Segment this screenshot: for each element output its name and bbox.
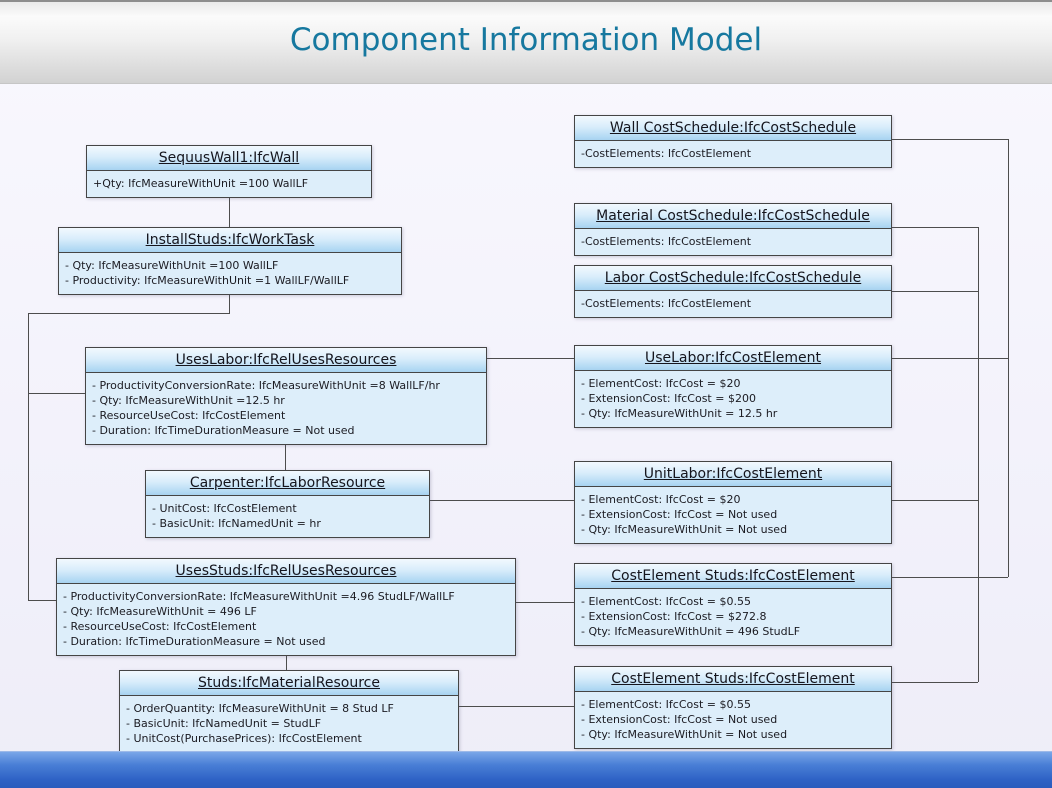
class-title: UnitLabor:IfcCostElement: [575, 462, 891, 487]
class-attribute: -CostElements: IfcCostElement: [581, 297, 752, 310]
page-title: Component Information Model: [289, 22, 763, 58]
class-attribute: - Qty: IfcMeasureWithUnit = Not used: [581, 728, 788, 741]
class-title: UseLabor:IfcCostElement: [575, 346, 891, 371]
class-attribute: -CostElements: IfcCostElement: [581, 235, 752, 248]
class-box-wall-costschedule[interactable]: Wall CostSchedule:IfcCostSchedule -CostE…: [574, 115, 892, 168]
class-attribute: - Qty: IfcMeasureWithUnit = Not used: [581, 523, 788, 536]
connector-costelement1-right: [892, 577, 1008, 578]
class-attribute: - Qty: IfcMeasureWithUnit = 496 StudLF: [581, 625, 801, 638]
class-box-uselabor[interactable]: UseLabor:IfcCostElement - ElementCost: I…: [574, 345, 892, 428]
class-attribute: - Qty: IfcMeasureWithUnit = 12.5 hr: [581, 407, 778, 420]
class-attribute: - Productivity: IfcMeasureWithUnit =1 Wa…: [65, 274, 350, 287]
class-attribute: - OrderQuantity: IfcMeasureWithUnit = 8 …: [126, 702, 394, 715]
class-attribute: - ElementCost: IfcCost = $20: [581, 493, 741, 506]
class-attribute: - ExtensionCost: IfcCost = Not used: [581, 713, 778, 726]
class-box-costelement-studs-2[interactable]: CostElement Studs:IfcCostElement - Eleme…: [574, 666, 892, 749]
class-attribute: - ElementCost: IfcCost = $0.55: [581, 595, 751, 608]
top-banner: Component Information Model: [0, 0, 1052, 84]
class-attribute: - ElementCost: IfcCost = $20: [581, 377, 741, 390]
connector-studs-costelement2: [459, 706, 574, 707]
class-attribute: - Qty: IfcMeasureWithUnit =12.5 hr: [92, 394, 285, 407]
class-attribute: - ResourceUseCost: IfcCostElement: [63, 620, 257, 633]
connector-carpenter-unitlabor: [430, 500, 574, 501]
class-attribute: - ExtensionCost: IfcCost = $272.8: [581, 610, 767, 623]
class-attribute: - UnitCost(PurchasePrices): IfcCostEleme…: [126, 732, 362, 745]
class-box-material-costschedule[interactable]: Material CostSchedule:IfcCostSchedule -C…: [574, 203, 892, 256]
class-attribute: -CostElements: IfcCostElement: [581, 147, 752, 160]
class-attribute: - ResourceUseCost: IfcCostElement: [92, 409, 286, 422]
connector-right-trunk-a: [1008, 139, 1009, 577]
connector-laborschedule-right: [892, 291, 978, 292]
class-attribute: - Duration: IfcTimeDurationMeasure = Not…: [92, 424, 355, 437]
bottom-bar: [0, 751, 1052, 788]
connector-useslabor-carpenter: [285, 440, 286, 470]
class-box-installstuds[interactable]: InstallStuds:IfcWorkTask - Qty: IfcMeasu…: [58, 227, 402, 295]
class-attribute: - Duration: IfcTimeDurationMeasure = Not…: [63, 635, 326, 648]
class-title: Material CostSchedule:IfcCostSchedule: [575, 204, 891, 229]
class-attribute: - BasicUnit: IfcNamedUnit = StudLF: [126, 717, 322, 730]
class-box-labor-costschedule[interactable]: Labor CostSchedule:IfcCostSchedule -Cost…: [574, 265, 892, 318]
class-attribute: - ExtensionCost: IfcCost = $200: [581, 392, 756, 405]
class-title: UsesStuds:IfcRelUsesResources: [57, 559, 515, 584]
connector-left-trunk: [28, 313, 29, 601]
class-attribute: - ExtensionCost: IfcCost = Not used: [581, 508, 778, 521]
connector-costelement2-right: [892, 682, 978, 683]
class-box-usesstuds[interactable]: UsesStuds:IfcRelUsesResources - Producti…: [56, 558, 516, 656]
class-title: Studs:IfcMaterialResource: [120, 671, 458, 696]
connector-installstuds-left: [28, 313, 230, 314]
connector-sequuswall-installstuds: [229, 196, 230, 227]
connector-unitlabor-right: [892, 500, 978, 501]
class-title: Labor CostSchedule:IfcCostSchedule: [575, 266, 891, 291]
class-attribute: - Qty: IfcMeasureWithUnit =100 WallLF: [65, 259, 279, 272]
class-attribute: - ProductivityConversionRate: IfcMeasure…: [63, 590, 455, 603]
connector-wallschedule-right: [892, 139, 1008, 140]
connector-branch-useslabor: [28, 393, 85, 394]
connector-usesstuds-studs: [286, 650, 287, 670]
class-title: SequusWall1:IfcWall: [87, 146, 371, 171]
class-box-useslabor[interactable]: UsesLabor:IfcRelUsesResources - Producti…: [85, 347, 487, 445]
connector-branch-usesstuds: [28, 600, 56, 601]
connector-right-trunk-b: [978, 227, 979, 682]
class-attribute: - ElementCost: IfcCost = $0.55: [581, 698, 751, 711]
class-title: CostElement Studs:IfcCostElement: [575, 667, 891, 692]
connector-installstuds-drop: [229, 292, 230, 314]
class-box-studs[interactable]: Studs:IfcMaterialResource - OrderQuantit…: [119, 670, 459, 753]
connector-usesstuds-costelement1: [516, 602, 574, 603]
class-title: Carpenter:IfcLaborResource: [146, 471, 429, 496]
class-attribute: - UnitCost: IfcCostElement: [152, 502, 297, 515]
connector-uselabor-right: [892, 358, 1008, 359]
class-title: InstallStuds:IfcWorkTask: [59, 228, 401, 253]
class-box-unitlabor[interactable]: UnitLabor:IfcCostElement - ElementCost: …: [574, 461, 892, 544]
class-attribute: - ProductivityConversionRate: IfcMeasure…: [92, 379, 440, 392]
class-attribute: - BasicUnit: IfcNamedUnit = hr: [152, 517, 321, 530]
class-box-sequuswall1[interactable]: SequusWall1:IfcWall +Qty: IfcMeasureWith…: [86, 145, 372, 198]
class-title: CostElement Studs:IfcCostElement: [575, 564, 891, 589]
connector-materialschedule-right: [892, 227, 978, 228]
class-box-carpenter[interactable]: Carpenter:IfcLaborResource - UnitCost: I…: [145, 470, 430, 538]
connector-useslabor-uselabor: [487, 358, 574, 359]
class-attribute: - Qty: IfcMeasureWithUnit = 496 LF: [63, 605, 257, 618]
class-title: Wall CostSchedule:IfcCostSchedule: [575, 116, 891, 141]
class-title: UsesLabor:IfcRelUsesResources: [86, 348, 486, 373]
class-box-costelement-studs-1[interactable]: CostElement Studs:IfcCostElement - Eleme…: [574, 563, 892, 646]
class-attribute: +Qty: IfcMeasureWithUnit =100 WallLF: [93, 177, 309, 190]
